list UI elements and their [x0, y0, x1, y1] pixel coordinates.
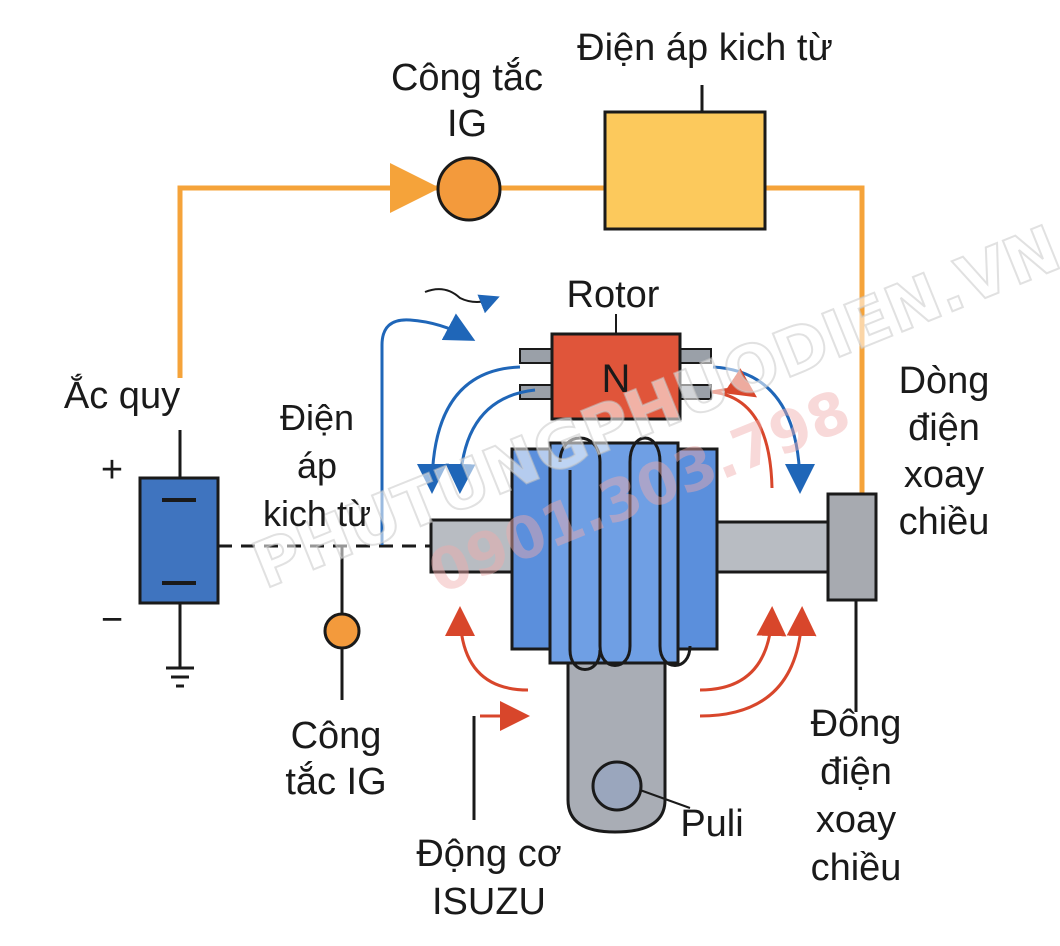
ig-switch-top-icon[interactable]	[436, 156, 502, 222]
rotor-label: Rotor	[567, 274, 660, 316]
ac-current-bottom-label-1: Đông	[811, 703, 902, 745]
ac-current-right-label-4: chiều	[899, 501, 990, 543]
engine-label-1: Động cơ	[416, 833, 561, 875]
ac-current-bottom-label-4: chiều	[811, 847, 902, 889]
blue-flux-lines	[380, 288, 815, 545]
engine-label-2: ISUZU	[432, 881, 546, 923]
ig-switch-bottom-label-1: Công	[291, 715, 382, 757]
ig-switch-bottom-icon[interactable]	[323, 612, 361, 650]
battery-minus-label: −	[101, 599, 123, 641]
pulley-label: Puli	[680, 803, 743, 845]
excitation-voltage-left-label-2: áp	[297, 445, 337, 486]
excitation-wire	[177, 163, 865, 494]
ac-current-bottom-label-3: xoay	[816, 799, 896, 841]
excitation-voltage-left-label-1: Điện	[280, 397, 354, 438]
ac-current-right-label-1: Dòng	[899, 360, 990, 402]
ig-switch-top-label-2: IG	[447, 103, 487, 145]
slip-ring	[826, 492, 878, 602]
ac-current-bottom-label-2: điện	[820, 751, 892, 793]
ig-switch-top-label-1: Công tắc	[391, 56, 543, 99]
rotor-pole-label: N	[602, 357, 631, 401]
battery	[138, 430, 220, 668]
rotor-block	[519, 332, 712, 421]
battery-plus-label: +	[101, 449, 123, 491]
ig-switch-bottom-label-2: tắc IG	[285, 760, 386, 803]
stator-coil	[510, 436, 719, 671]
ground-icon	[166, 666, 194, 688]
pulley	[566, 648, 691, 834]
excitation-voltage-top-label: Điện áp kich từ	[577, 27, 833, 69]
red-flux-lines	[445, 368, 817, 731]
excitation-voltage-box	[603, 110, 767, 231]
battery-label: Ắc quy	[64, 373, 180, 417]
ac-current-right-label-3: xoay	[904, 454, 984, 496]
shaft-right	[703, 520, 832, 574]
ac-current-right-label-2: điện	[908, 407, 980, 449]
excitation-voltage-left-label-3: kich từ	[263, 493, 371, 534]
